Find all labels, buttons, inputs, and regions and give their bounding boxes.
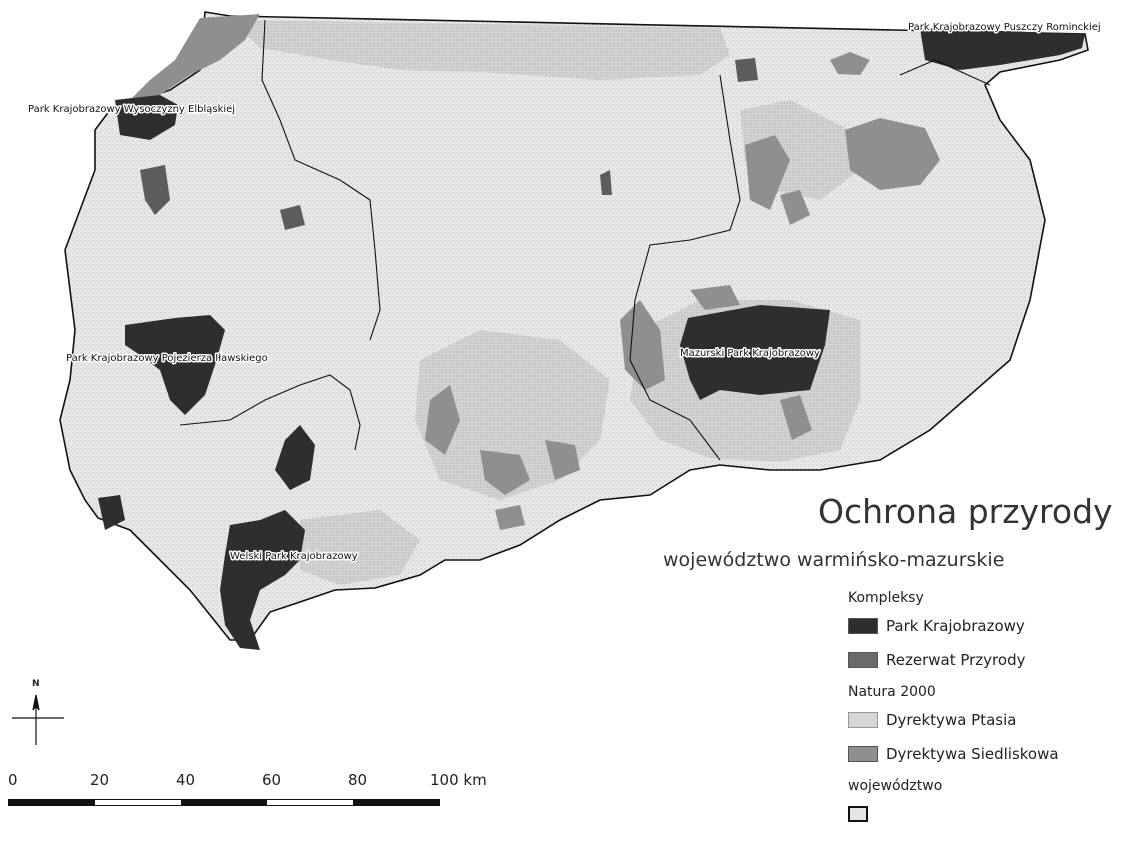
scale-bar	[8, 799, 440, 806]
legend-swatch	[848, 618, 878, 634]
legend-label: Park Krajobrazowy	[886, 617, 1025, 635]
legend-label: Rezerwat Przyrody	[886, 651, 1026, 669]
scale-tick-60: 60	[262, 771, 282, 789]
county-borders	[179, 19, 991, 461]
landscape-parks	[98, 28, 1085, 650]
north-arrow-icon	[12, 694, 64, 745]
map-legend: Kompleksy Park Krajobrazowy Rezerwat Prz…	[848, 590, 1138, 838]
legend-item-siedliskowa: Dyrektywa Siedliskowa	[848, 744, 1138, 764]
legend-label: Dyrektywa Ptasia	[886, 711, 1017, 729]
scale-tick-80: 80	[348, 771, 368, 789]
map-subtitle: województwo warmińsko-mazurskie	[663, 549, 1005, 571]
legend-item-rezerwat: Rezerwat Przyrody	[848, 650, 1138, 670]
legend-item-ptasia: Dyrektywa Ptasia	[848, 710, 1138, 730]
legend-item-wojewodztwo	[848, 804, 1138, 824]
nature-reserves	[140, 58, 758, 230]
legend-group-title: województwo	[848, 778, 943, 794]
legend-group-kompleksy: Kompleksy Park Krajobrazowy Rezerwat Prz…	[848, 590, 1138, 670]
scale-tick-20: 20	[90, 771, 110, 789]
scale-tick-40: 40	[176, 771, 196, 789]
legend-swatch	[848, 806, 868, 822]
label-park-wysoczyzny-elblaskiej: Park Krajobrazowy Wysoczyzny Elbląskiej	[28, 104, 235, 115]
legend-item-park: Park Krajobrazowy	[848, 616, 1138, 636]
north-arrow-label: N	[32, 679, 40, 689]
scale-tick-0: 0	[8, 771, 18, 789]
label-welski-park: Welski Park Krajobrazowy	[230, 551, 358, 562]
legend-swatch	[848, 652, 878, 668]
legend-label: Dyrektywa Siedliskowa	[886, 745, 1059, 763]
label-park-puszczy-rominckiej: Park Krajobrazowy Puszczy Rominckiej	[908, 22, 1101, 33]
legend-group-natura: Natura 2000 Dyrektywa Ptasia Dyrektywa S…	[848, 684, 1138, 764]
legend-swatch	[848, 712, 878, 728]
habitat-directive-areas	[130, 14, 940, 530]
map-title: Ochrona przyrody	[818, 492, 1113, 531]
legend-group-wojewodztwo: województwo	[848, 778, 1138, 824]
legend-group-title: Natura 2000	[848, 684, 936, 700]
label-park-pojezierza-ilawskiego: Park Krajobrazowy Pojezierza Iławskiego	[66, 353, 268, 364]
legend-swatch	[848, 746, 878, 762]
legend-group-title: Kompleksy	[848, 590, 924, 606]
scale-tick-100: 100 km	[430, 771, 487, 789]
label-mazurski-park: Mazurski Park Krajobrazowy	[680, 348, 820, 359]
